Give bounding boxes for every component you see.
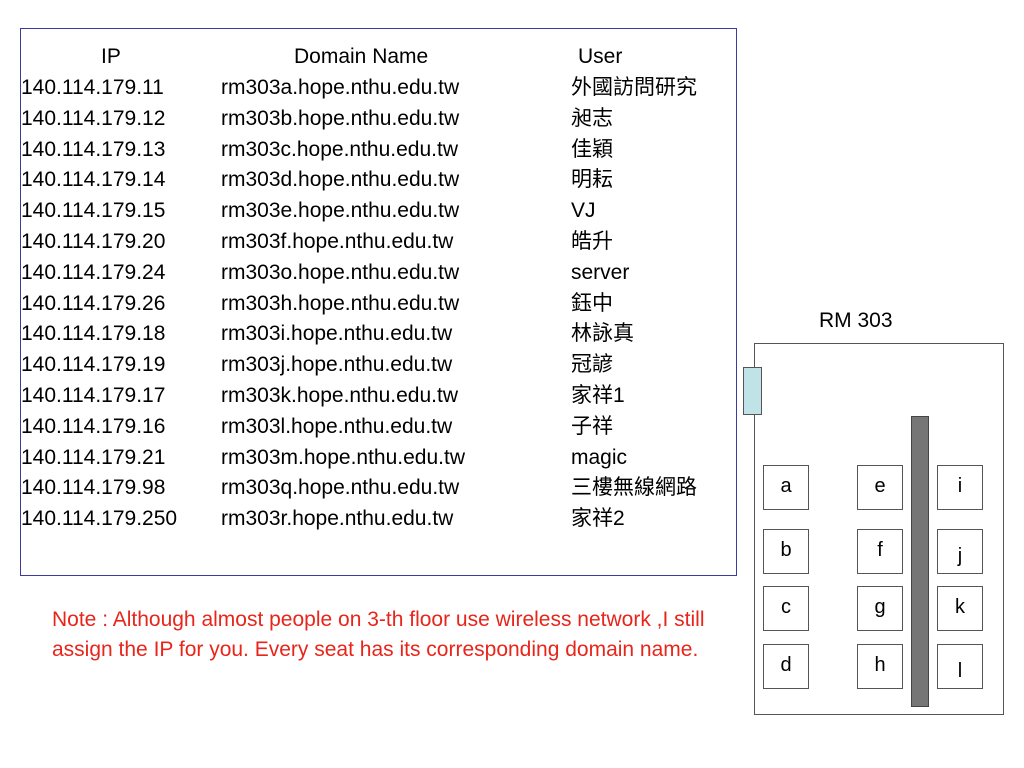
seat-i: i: [937, 465, 983, 510]
row-ip: 140.114.179.14: [21, 168, 166, 192]
row-domain: rm303m.hope.nthu.edu.tw: [221, 445, 465, 469]
seat-c: c: [763, 586, 809, 631]
row-domain: rm303i.hope.nthu.edu.tw: [221, 322, 453, 346]
row-domain: rm303c.hope.nthu.edu.tw: [221, 137, 458, 161]
table-row: 140.114.179.16 rm303l.hope.nthu.edu.tw 子祥: [21, 415, 736, 439]
table-row: 140.114.179.24 rm303o.hope.nthu.edu.tw ser…: [21, 261, 736, 285]
seat-f: f: [857, 529, 903, 574]
table-row: 140.114.179.26 rm303h.hope.nthu.edu.tw 鈺中: [21, 292, 736, 316]
table-row: 140.114.179.14 rm303d.hope.nthu.edu.tw 明耘: [21, 168, 736, 192]
seat-a: a: [763, 465, 809, 510]
row-user: 家祥2: [571, 507, 625, 531]
header-domain: Domain Name: [294, 45, 429, 68]
table-row: 140.114.179.13 rm303c.hope.nthu.edu.tw 佳穎: [21, 138, 736, 162]
table-row: 140.114.179.12 rm303b.hope.nthu.edu.tw 昶志: [21, 107, 736, 131]
row-user: magic: [571, 445, 628, 469]
row-ip: 140.114.179.19: [21, 353, 166, 377]
seat-k: k: [937, 586, 983, 631]
row-user: 佳穎: [571, 137, 613, 161]
row-user: 子祥: [571, 414, 613, 438]
seat-l: l: [937, 644, 983, 689]
row-ip: 140.114.179.13: [21, 137, 166, 161]
address-table: IP Domain Name User 140.114.179.11 rm303a…: [20, 28, 737, 576]
row-user: 三樓無線網路: [571, 476, 697, 500]
row-domain: rm303f.hope.nthu.edu.tw: [221, 230, 454, 253]
table-row: 140.114.179.20 rm303f.hope.nthu.edu.tw 皓升: [21, 230, 736, 254]
row-domain: rm303l.hope.nthu.edu.tw: [221, 414, 453, 438]
table-row: 140.114.179.19 rm303j.hope.nthu.edu.tw 冠諺: [21, 353, 736, 377]
table-row: 140.114.179.21 rm303m.hope.nthu.edu.tw mag…: [21, 446, 736, 470]
row-user: 鈺中: [571, 291, 613, 315]
row-domain: rm303e.hope.nthu.edu.tw: [221, 199, 460, 223]
note-text: Note : Although almost people on 3-th fl…: [52, 608, 705, 661]
row-ip: 140.114.179.12: [21, 106, 166, 130]
row-user: 林詠真: [571, 322, 634, 346]
row-domain: rm303k.hope.nthu.edu.tw: [221, 384, 458, 407]
row-domain: rm303j.hope.nthu.edu.tw: [221, 353, 453, 377]
row-user: 冠諺: [571, 353, 613, 377]
seat-b: b: [763, 529, 809, 574]
row-user: server: [571, 260, 630, 284]
table-row: 140.114.179.15 rm303e.hope.nthu.edu.tw VJ: [21, 199, 736, 223]
row-user: 昶志: [571, 106, 613, 130]
table-row: 140.114.179.11 rm303a.hope.nthu.edu.tw 外國訪…: [21, 76, 736, 100]
row-ip: 140.114.179.21: [21, 445, 166, 469]
row-ip: 140.114.179.20: [21, 230, 166, 253]
row-domain: rm303r.hope.nthu.edu.tw: [221, 507, 454, 531]
row-ip: 140.114.179.11: [21, 76, 164, 99]
seat-g: g: [857, 586, 903, 631]
row-domain: rm303h.hope.nthu.edu.tw: [221, 291, 460, 315]
row-ip: 140.114.179.15: [21, 199, 166, 223]
row-domain: rm303b.hope.nthu.edu.tw: [221, 106, 460, 130]
row-domain: rm303q.hope.nthu.edu.tw: [221, 476, 460, 500]
row-domain: rm303a.hope.nthu.edu.tw: [221, 76, 460, 99]
row-ip: 140.114.179.26: [21, 291, 166, 315]
table-row: 140.114.179.250 rm303r.hope.nthu.edu.tw 家祥…: [21, 507, 736, 531]
seat-e: e: [857, 465, 903, 510]
row-user: 外國訪問研究: [571, 76, 697, 99]
room-door: [743, 367, 762, 415]
seat-j: j: [937, 529, 983, 574]
row-user: VJ: [571, 199, 596, 223]
row-ip: 140.114.179.16: [21, 414, 166, 438]
row-ip: 140.114.179.98: [21, 476, 166, 500]
header-ip: IP: [101, 45, 121, 68]
row-user: 明耘: [571, 168, 613, 192]
row-domain: rm303o.hope.nthu.edu.tw: [221, 260, 460, 284]
row-ip: 140.114.179.17: [21, 384, 166, 407]
table-row: 140.114.179.98 rm303q.hope.nthu.edu.tw 三樓無…: [21, 476, 736, 500]
seat-h: h: [857, 644, 903, 689]
table-row: 140.114.179.17 rm303k.hope.nthu.edu.tw 家祥1: [21, 384, 736, 408]
row-domain: rm303d.hope.nthu.edu.tw: [221, 168, 460, 192]
header-user: User: [578, 45, 623, 68]
row-ip: 140.114.179.24: [21, 260, 166, 284]
row-ip: 140.114.179.250: [21, 507, 178, 531]
row-ip: 140.114.179.18: [21, 322, 166, 346]
room-title: RM 303: [819, 309, 893, 332]
row-user: 皓升: [571, 230, 613, 253]
seat-d: d: [763, 644, 809, 689]
row-user: 家祥1: [571, 384, 625, 407]
room-divider: [911, 416, 929, 707]
table-row: 140.114.179.18 rm303i.hope.nthu.edu.tw 林詠真: [21, 322, 736, 346]
